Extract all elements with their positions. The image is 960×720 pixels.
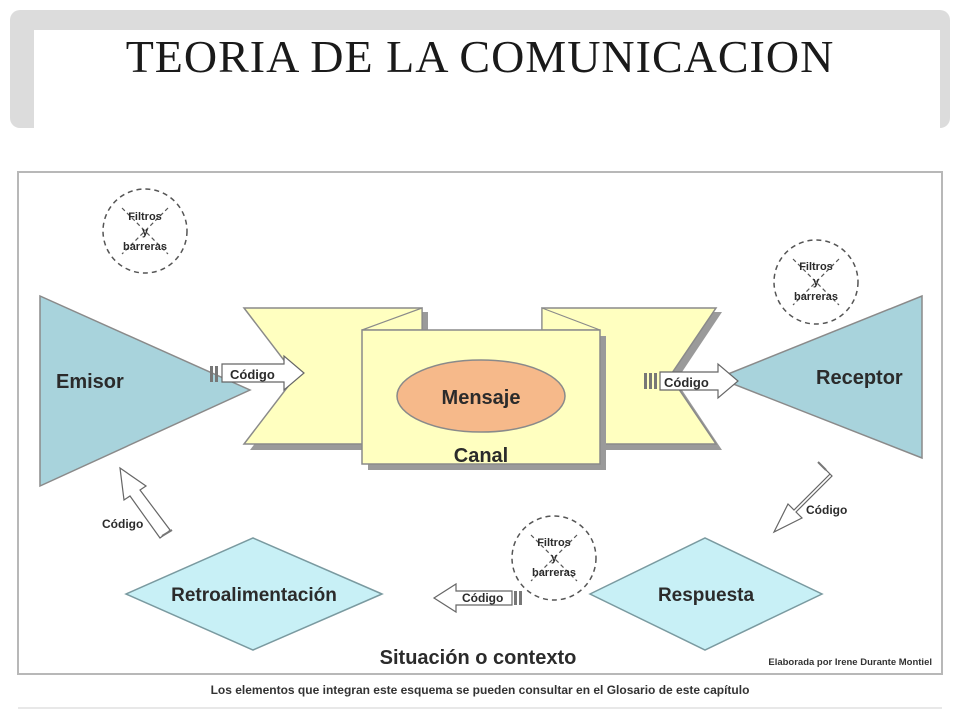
respuesta-diamond [588, 537, 824, 651]
filtros-circle-topright: Filtros y barreras [773, 239, 859, 325]
emisor-triangle [39, 294, 252, 488]
filtros-line2-c: y [551, 552, 558, 564]
filtros-line1-a: Filtros [128, 211, 162, 223]
slide-title: TEORIA DE LA COMUNICACION [125, 31, 835, 82]
filtros-line3-b: barreras [794, 291, 838, 303]
retroalimentacion-diamond [124, 537, 384, 651]
codigo-label-3: Código [806, 503, 847, 517]
codigo-label-4: Código [462, 591, 503, 605]
filtros-line3-a: barreras [123, 241, 167, 253]
filtros-line2-a: y [142, 226, 149, 238]
codigo-arrow-to-respuesta: Código [772, 461, 847, 534]
codigo-arrow-to-emisor: Código [102, 466, 173, 539]
respuesta-label: Respuesta [658, 585, 755, 606]
codigo-label-5: Código [102, 517, 143, 531]
filtros-circle-bottom: Filtros y barreras [511, 515, 597, 601]
retroalimentacion-label: Retroalimentación [171, 585, 337, 606]
codigo-arrow-emisor: Código [210, 354, 305, 392]
mensaje-label: Mensaje [442, 387, 521, 409]
filtros-line2-b: y [813, 276, 820, 288]
filtros-line3-c: barreras [532, 567, 576, 579]
contexto-label: Situación o contexto [380, 647, 577, 669]
credit-text: Elaborada por Irene Durante Montiel [768, 657, 932, 668]
footnote-text: Los elementos que integran este esquema … [211, 683, 750, 697]
codigo-arrow-receptor: Código [644, 362, 739, 400]
codigo-label-1: Código [230, 367, 275, 382]
canal-label: Canal [454, 445, 508, 467]
codigo-arrow-to-retro: Código [432, 582, 522, 614]
filtros-line1-c: Filtros [537, 537, 571, 549]
filtros-circle-topleft: Filtros y barreras [102, 188, 188, 274]
filtros-line1-b: Filtros [799, 261, 833, 273]
receptor-triangle [715, 294, 923, 460]
mensaje-ellipse [396, 359, 566, 433]
codigo-label-2: Código [664, 375, 709, 390]
receptor-label: Receptor [816, 367, 903, 389]
emisor-label: Emisor [56, 371, 124, 393]
title-panel [34, 30, 940, 128]
